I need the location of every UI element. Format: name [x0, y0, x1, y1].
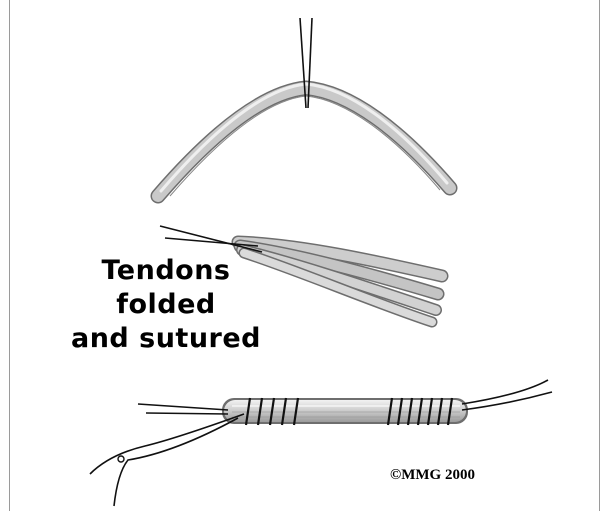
stage3-left-loop-2 — [114, 418, 238, 506]
stage3-left-tail-a — [138, 404, 228, 410]
stage3-knot — [118, 456, 124, 462]
stage3-sutured-graft — [90, 380, 552, 506]
stage1-folded-tendon — [158, 18, 450, 196]
label-line-3: and sutured — [66, 322, 266, 356]
label-line-1: Tendons — [66, 254, 266, 288]
copyright-notice: ©MMG 2000 — [390, 467, 475, 484]
stage3-left-loop — [90, 414, 244, 474]
tendons-folded-and-sutured-label: Tendons folded and sutured — [66, 254, 266, 356]
label-line-2: folded — [66, 288, 266, 322]
stage3-left-tail-b — [146, 413, 228, 414]
stage3-right-tail-a — [462, 380, 548, 404]
stage1-tendon-body — [158, 88, 450, 196]
